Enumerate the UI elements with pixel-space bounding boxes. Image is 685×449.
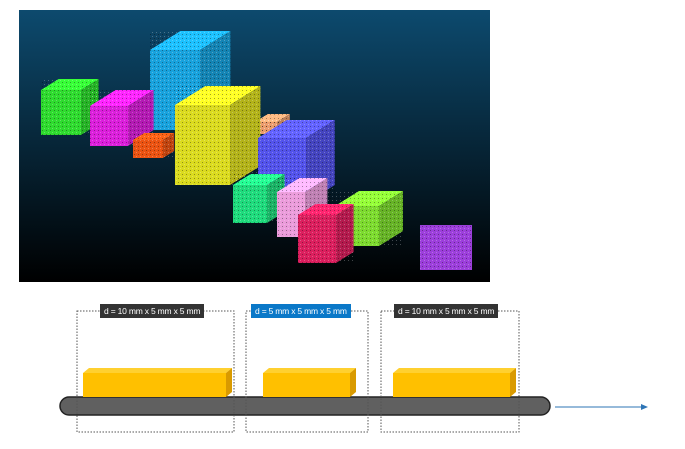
segment-label-3: d = 10 mm x 5 mm x 5 mm: [394, 304, 499, 318]
green-box-center: [233, 174, 285, 223]
purple-box: [420, 225, 472, 270]
object-3: [393, 368, 516, 397]
crimson-box: [298, 204, 354, 263]
object-2: [263, 368, 356, 397]
segment-label-1: d = 10 mm x 5 mm x 5 mm: [100, 304, 205, 318]
yellow-box: [175, 86, 261, 185]
conveyor-belt: [59, 396, 551, 416]
object-1: [83, 368, 232, 397]
orange-box: [133, 133, 175, 158]
point-cloud-render: [19, 10, 490, 282]
segment-label-2: d = 5 mm x 5 mm x 5 mm: [251, 304, 351, 318]
direction-arrow: [555, 404, 648, 410]
